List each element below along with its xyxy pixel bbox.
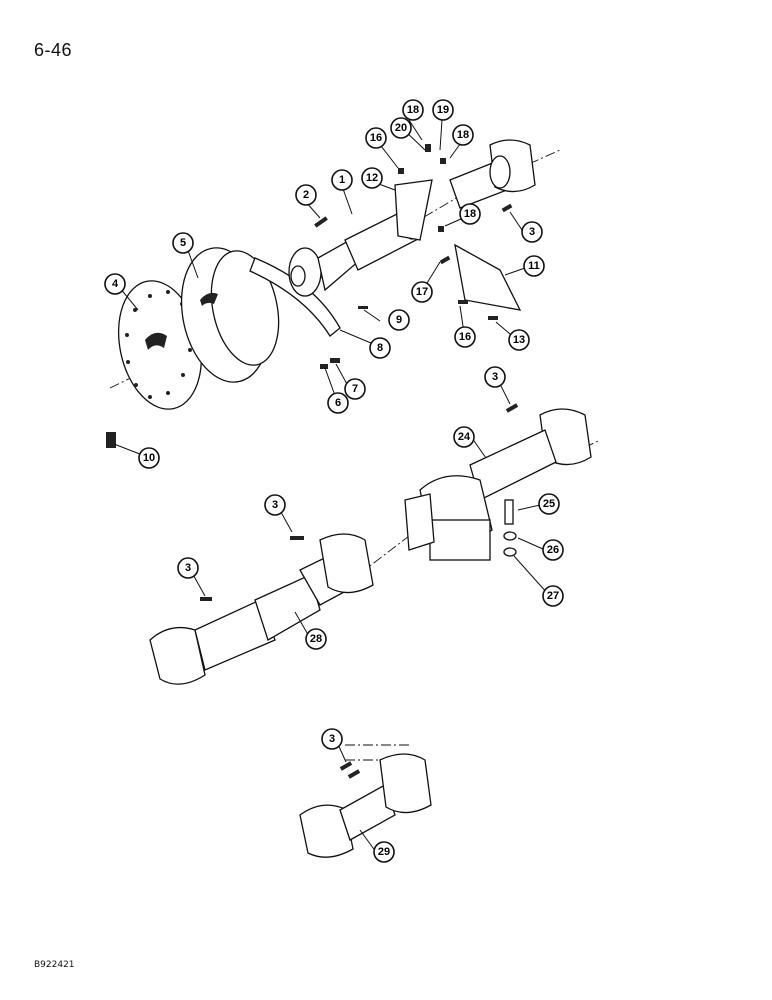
svg-text:3: 3 xyxy=(185,562,191,574)
callout-12: 12 xyxy=(361,167,383,189)
middle-assembly xyxy=(149,403,601,685)
drive-shaft-29 xyxy=(299,753,432,858)
callout-28: 28 xyxy=(305,628,327,650)
svg-text:12: 12 xyxy=(366,172,378,184)
callout-16-top: 16 xyxy=(365,127,387,149)
callout-18-top: 18 xyxy=(402,99,424,121)
callout-3: 3 xyxy=(521,221,543,243)
bottom-assembly xyxy=(299,744,432,858)
callout-18-right: 18 xyxy=(452,124,474,146)
callout-25: 25 xyxy=(538,493,560,515)
svg-text:29: 29 xyxy=(378,846,390,858)
callout-18-lower: 18 xyxy=(459,203,481,225)
callout-9: 9 xyxy=(388,309,410,331)
flywheel-housing xyxy=(180,247,280,383)
bearing-shaft-24 xyxy=(404,408,592,561)
svg-text:3: 3 xyxy=(272,499,278,511)
svg-text:9: 9 xyxy=(396,314,402,326)
flywheel-plate xyxy=(117,280,203,410)
fasteners-bottom xyxy=(339,761,361,779)
callout-8: 8 xyxy=(369,337,391,359)
svg-text:18: 18 xyxy=(407,104,419,116)
callout-3-shaft28: 3 xyxy=(264,494,286,516)
callout-7: 7 xyxy=(344,378,366,400)
svg-text:18: 18 xyxy=(464,208,476,220)
callout-27: 27 xyxy=(542,585,564,607)
callout-5: 5 xyxy=(172,232,194,254)
callout-24: 24 xyxy=(453,426,475,448)
svg-text:2: 2 xyxy=(303,189,309,201)
callout-2: 2 xyxy=(295,184,317,206)
callout-4: 4 xyxy=(104,273,126,295)
fasteners-middle xyxy=(200,403,519,601)
svg-text:6: 6 xyxy=(335,397,341,409)
callout-1: 1 xyxy=(331,169,353,191)
callout-3-bottom: 3 xyxy=(321,728,343,750)
svg-text:28: 28 xyxy=(310,633,322,645)
svg-text:24: 24 xyxy=(458,431,471,443)
svg-text:17: 17 xyxy=(416,286,428,298)
svg-text:18: 18 xyxy=(457,129,469,141)
svg-text:27: 27 xyxy=(547,590,559,602)
svg-text:5: 5 xyxy=(180,237,186,249)
callout-13: 13 xyxy=(508,329,530,351)
drive-shaft-28 xyxy=(149,533,374,685)
callout-11: 11 xyxy=(523,255,545,277)
svg-text:25: 25 xyxy=(543,498,555,510)
svg-text:10: 10 xyxy=(143,452,155,464)
reference-code: B922421 xyxy=(34,960,75,970)
svg-text:1: 1 xyxy=(339,174,345,186)
callout-17: 17 xyxy=(411,281,433,303)
svg-text:7: 7 xyxy=(352,383,358,395)
callout-29: 29 xyxy=(373,841,395,863)
svg-text:11: 11 xyxy=(528,260,540,272)
callout-6: 6 xyxy=(327,392,349,414)
top-assembly xyxy=(106,139,561,448)
callout-16-bottom: 16 xyxy=(454,326,476,348)
callout-19: 19 xyxy=(432,99,454,121)
svg-text:19: 19 xyxy=(437,104,449,116)
callout-20: 20 xyxy=(390,117,412,139)
callout-10: 10 xyxy=(138,447,160,469)
yoke-shaft-top xyxy=(449,139,536,209)
svg-text:16: 16 xyxy=(370,132,382,144)
callout-3-left: 3 xyxy=(177,557,199,579)
svg-text:16: 16 xyxy=(459,331,471,343)
svg-text:3: 3 xyxy=(529,226,535,238)
svg-text:4: 4 xyxy=(112,278,119,290)
svg-text:3: 3 xyxy=(492,371,498,383)
bracket-11 xyxy=(454,243,522,311)
callout-3-middle: 3 xyxy=(484,366,506,388)
bracket-12 xyxy=(394,179,433,241)
svg-text:8: 8 xyxy=(377,342,383,354)
bolt-washer-stack xyxy=(503,499,517,557)
svg-text:13: 13 xyxy=(513,334,525,346)
callout-26: 26 xyxy=(542,539,564,561)
svg-text:20: 20 xyxy=(395,122,407,134)
page-number: 6-46 xyxy=(34,40,73,60)
svg-text:3: 3 xyxy=(329,733,335,745)
fasteners-top xyxy=(106,144,513,448)
svg-text:26: 26 xyxy=(547,544,559,556)
